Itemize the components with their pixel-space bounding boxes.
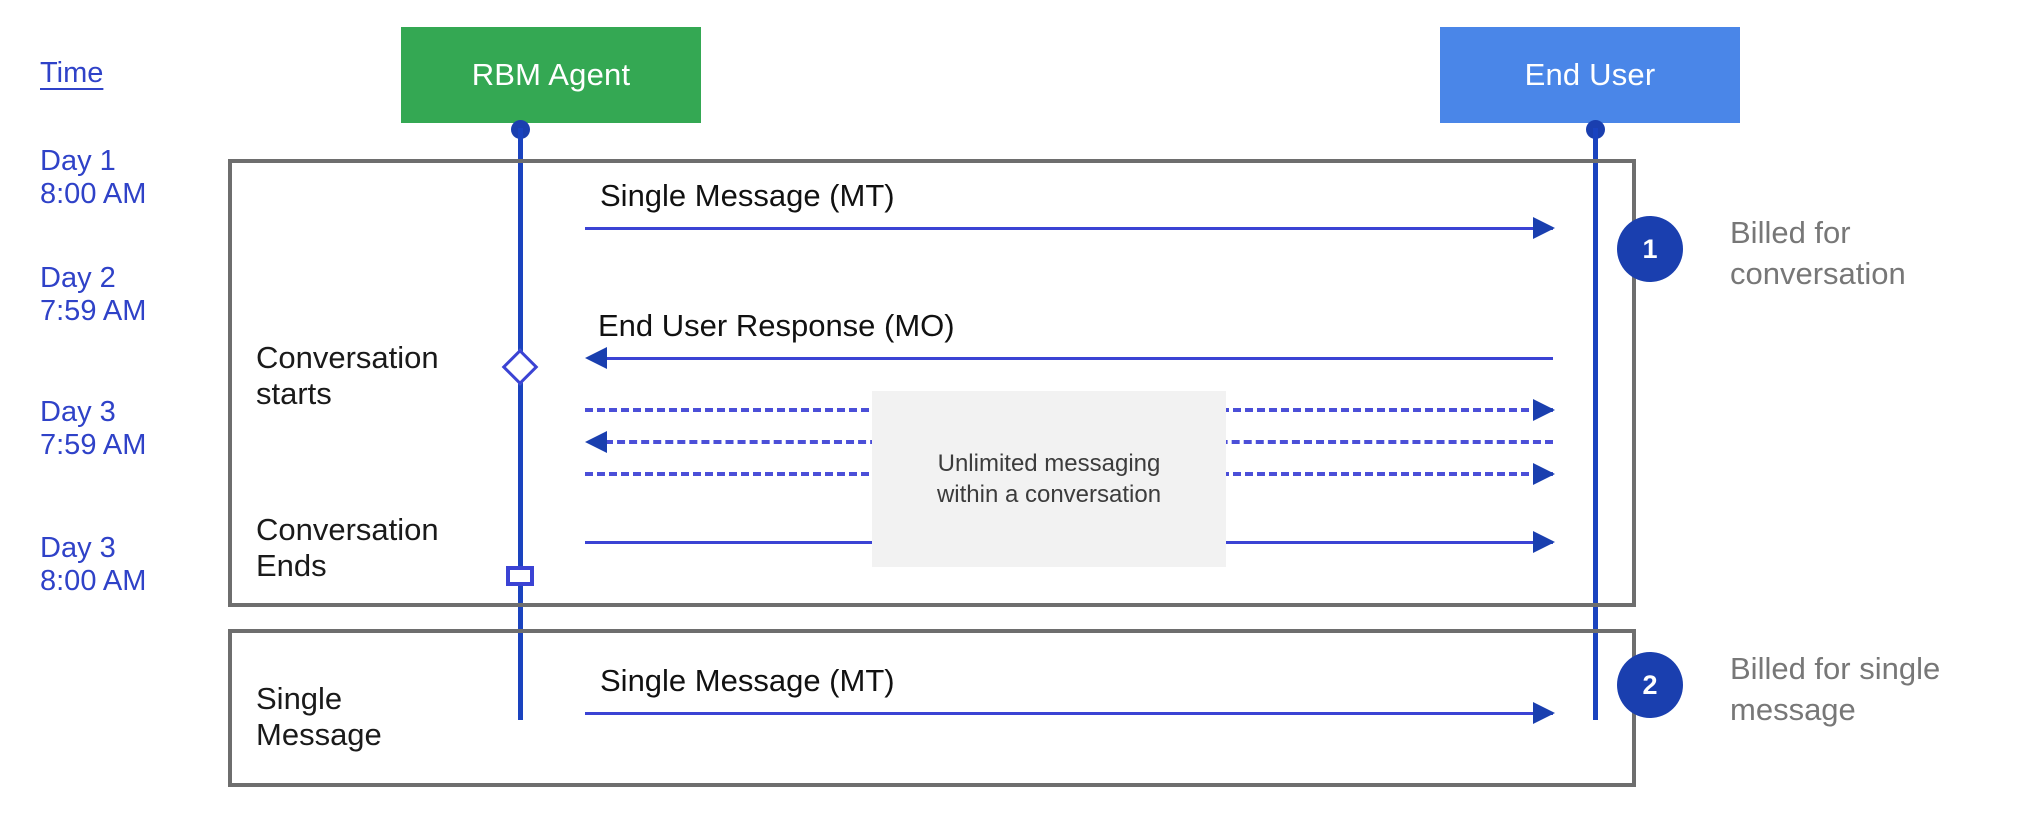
message-label-single-message-mt-top: Single Message (MT) [600, 178, 895, 213]
actor-rbm-agent: RBM Agent [401, 27, 701, 123]
time-label-day3-single: Day 3 8:00 AM [40, 532, 147, 598]
actor-end-user: End User [1440, 27, 1740, 123]
lifeline-agent [518, 128, 523, 720]
actor-end-user-label: End User [1524, 57, 1656, 92]
time-column-header: Time [40, 57, 104, 89]
arrowhead-right-mt-top [1533, 217, 1555, 239]
lifeline-user [1593, 128, 1598, 720]
conversation-end-square-marker [506, 566, 534, 586]
arrowhead-right-unlimited-1 [1533, 399, 1555, 421]
message-label-single-message-mt-bottom: Single Message (MT) [600, 663, 895, 698]
arrowhead-right-unlimited-3 [1533, 463, 1555, 485]
arrowhead-right-mt-bottom [1533, 702, 1555, 724]
callout-badge-2: 2 [1617, 652, 1683, 718]
note-unlimited-messaging: Unlimited messaging within a conversatio… [872, 391, 1226, 567]
callout-text-2: Billed for single message [1730, 651, 1941, 727]
single-message-section-box [228, 629, 1636, 787]
time-label-day1: Day 1 8:00 AM [40, 145, 147, 211]
conversation-section-box [228, 159, 1636, 607]
note-unlimited-messaging-text: Unlimited messaging within a conversatio… [936, 449, 1162, 508]
arrowhead-left-mo [585, 347, 607, 369]
message-arrow-single-message-mt-bottom [585, 712, 1553, 715]
message-arrow-end-user-response-mo [605, 357, 1553, 360]
callout-text-1: Billed for conversation [1730, 215, 1906, 291]
time-label-day2: Day 2 7:59 AM [40, 262, 147, 328]
callout-badge-1-number: 1 [1642, 233, 1658, 264]
stage-label-single-message: Single Message [256, 681, 382, 752]
message-label-end-user-response-mo: End User Response (MO) [598, 308, 955, 343]
callout-badge-1: 1 [1617, 216, 1683, 282]
actor-rbm-agent-label: RBM Agent [471, 57, 631, 92]
arrowhead-left-unlimited-2 [585, 431, 607, 453]
callout-badge-2-number: 2 [1642, 669, 1658, 700]
arrowhead-right-mt-end [1533, 531, 1555, 553]
message-arrow-single-message-mt-top [585, 227, 1553, 230]
stage-label-conversation-ends: Conversation Ends [256, 512, 439, 583]
time-label-day3-end: Day 3 7:59 AM [40, 396, 147, 462]
stage-label-conversation-starts: Conversation starts [256, 340, 439, 411]
